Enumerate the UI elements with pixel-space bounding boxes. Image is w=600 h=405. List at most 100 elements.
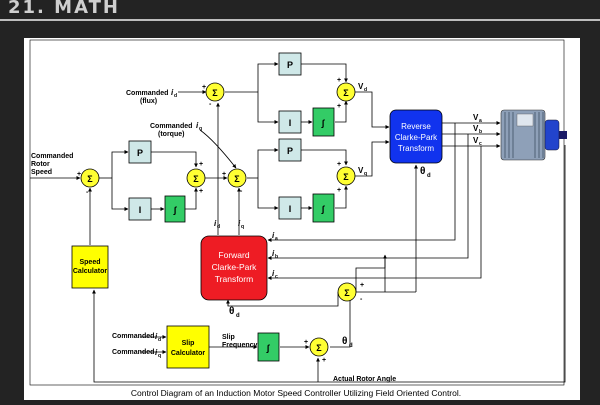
svg-text:+: + xyxy=(322,357,326,364)
svg-text:(flux): (flux) xyxy=(140,98,157,105)
forward-clarke-park-block: Forward Clarke-Park Transform xyxy=(200,235,268,301)
p-block-speed: P xyxy=(128,140,152,164)
summer-id-error: Σ xyxy=(205,82,225,102)
summer-angle-sensor: Σ xyxy=(337,282,357,302)
input-commanded-torque: Commanded i q (torque) xyxy=(150,121,202,138)
svg-text:Σ: Σ xyxy=(212,88,218,98)
svg-text:+: + xyxy=(360,282,364,289)
header-divider xyxy=(0,19,600,21)
input-slip-commands: Commanded i d Commanded i q xyxy=(112,332,161,359)
svg-text:i: i xyxy=(272,249,275,258)
svg-text:+: + xyxy=(337,161,341,168)
p-block-flux: P xyxy=(278,52,302,76)
svg-text:-: - xyxy=(240,188,243,195)
svg-text:Clarke-Park: Clarke-Park xyxy=(212,262,258,272)
diagram-frame xyxy=(29,39,565,386)
svg-text:Transform: Transform xyxy=(215,274,253,284)
summer-theta: Σ xyxy=(309,337,329,357)
actual-rotor-angle-label: Actual Rotor Angle xyxy=(333,376,396,383)
integrator-speed: ∫ xyxy=(164,195,186,223)
svg-text:i: i xyxy=(155,348,158,357)
svg-text:Slip: Slip xyxy=(222,334,235,341)
svg-text:Speed: Speed xyxy=(31,169,52,176)
svg-text:+: + xyxy=(337,187,341,194)
svg-text:I: I xyxy=(289,204,292,214)
svg-text:Σ: Σ xyxy=(87,174,93,184)
svg-text:Σ: Σ xyxy=(234,174,240,184)
svg-text:Commanded: Commanded xyxy=(112,333,154,340)
svg-text:V: V xyxy=(473,136,479,145)
input-commanded-flux: Commanded i d (flux) xyxy=(126,88,177,105)
svg-text:+: + xyxy=(202,84,206,91)
reverse-clarke-park-block: Reverse Clarke-Park Transform xyxy=(389,109,443,164)
svg-text:P: P xyxy=(137,148,143,158)
svg-text:d: d xyxy=(174,93,177,99)
integrator-flux: ∫ xyxy=(312,107,335,137)
summer-speed: Σ xyxy=(80,168,100,188)
svg-text:(torque): (torque) xyxy=(158,131,184,138)
svg-text:i: i xyxy=(196,121,199,130)
svg-text:Commanded: Commanded xyxy=(31,153,73,160)
svg-text:Slip: Slip xyxy=(182,340,195,347)
svg-text:+: + xyxy=(77,171,81,178)
i-block-speed: I xyxy=(128,197,152,221)
i-block-flux: I xyxy=(278,110,302,134)
svg-text:V: V xyxy=(473,113,479,122)
svg-text:d: d xyxy=(217,224,220,230)
svg-text:V: V xyxy=(473,124,479,133)
svg-text:-: - xyxy=(209,101,212,108)
svg-text:-: - xyxy=(360,296,363,303)
svg-text:Frequency: Frequency xyxy=(222,342,258,349)
svg-text:+: + xyxy=(337,103,341,110)
svg-text:a: a xyxy=(275,236,278,242)
svg-text:Commanded: Commanded xyxy=(126,90,168,97)
svg-text:Transform: Transform xyxy=(398,144,434,153)
speed-calculator-block: Speed Calculator xyxy=(71,245,109,289)
svg-text:∫: ∫ xyxy=(321,118,326,128)
svg-text:+: + xyxy=(199,188,203,195)
svg-text:Σ: Σ xyxy=(343,172,349,182)
svg-text:Σ: Σ xyxy=(316,343,322,353)
svg-text:+: + xyxy=(199,161,203,168)
svg-text:+: + xyxy=(304,339,308,346)
diagram-caption: Control Diagram of an Induction Motor Sp… xyxy=(131,388,461,398)
svg-text:Forward: Forward xyxy=(218,250,249,260)
svg-text:c: c xyxy=(275,274,278,280)
svg-text:V: V xyxy=(358,82,364,91)
svg-text:d: d xyxy=(349,343,353,349)
svg-text:θ: θ xyxy=(420,166,425,177)
svg-text:i: i xyxy=(272,231,275,240)
svg-text:+: + xyxy=(222,171,226,178)
svg-text:+: + xyxy=(337,77,341,84)
svg-text:Speed: Speed xyxy=(79,259,100,266)
svg-text:d: d xyxy=(364,87,367,93)
svg-text:∫: ∫ xyxy=(321,204,326,214)
svg-text:q: q xyxy=(364,171,367,177)
p-block-torque: P xyxy=(278,138,302,162)
svg-text:a: a xyxy=(479,118,482,124)
svg-text:Σ: Σ xyxy=(343,88,349,98)
chapter-title: 21. MATH xyxy=(8,0,120,18)
chapter-header: 21. MATH xyxy=(0,0,600,22)
svg-text:∫: ∫ xyxy=(173,205,178,215)
input-commanded-rotor-speed: Commanded Rotor Speed xyxy=(31,153,73,176)
induction-motor-image xyxy=(500,109,567,161)
svg-text:i: i xyxy=(272,269,275,278)
summer-speed-pi: Σ xyxy=(186,168,206,188)
diagram-panel: Σ Σ Σ Σ Σ Σ Σ Σ +- ++ +- +- ++ ++ +- ++ … xyxy=(24,38,580,400)
summer-iq-error: Σ xyxy=(227,168,247,188)
svg-text:c: c xyxy=(479,141,482,147)
slip-frequency-label: Slip Frequency xyxy=(222,334,258,349)
svg-text:I: I xyxy=(139,205,142,215)
svg-text:θ: θ xyxy=(342,336,347,347)
svg-text:i: i xyxy=(171,88,174,97)
svg-text:d: d xyxy=(158,337,161,343)
svg-text:Σ: Σ xyxy=(193,174,199,184)
svg-text:Calculator: Calculator xyxy=(73,268,108,275)
svg-text:Commanded: Commanded xyxy=(112,349,154,356)
summer-vq: Σ xyxy=(336,166,356,186)
svg-text:Calculator: Calculator xyxy=(171,350,206,357)
integrator-slip: ∫ xyxy=(257,332,280,362)
svg-text:i: i xyxy=(155,332,158,341)
